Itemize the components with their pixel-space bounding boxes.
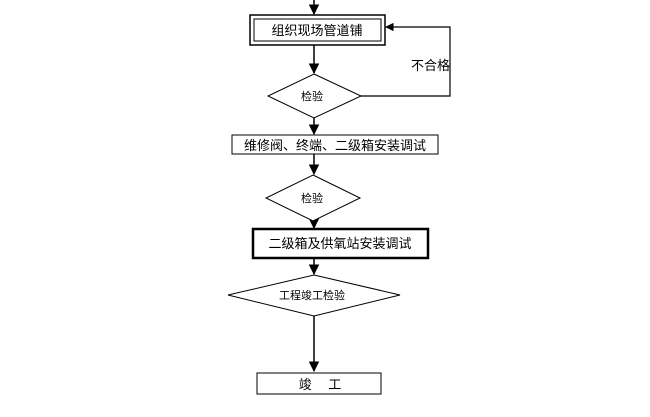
node-lay-pipes-label: 组织现场管道铺: [271, 24, 362, 39]
decision-inspect-1-label: 检验: [301, 89, 323, 103]
node-lay-pipes: 组织现场管道铺: [249, 14, 386, 46]
node-completion: 竣 工: [256, 372, 382, 395]
decision-inspect-1: 检验: [266, 73, 363, 119]
node-repair-valves: 维修阀、终端、二级箱安装调试: [231, 134, 439, 155]
decision-inspect-2: 检验: [264, 174, 362, 222]
decision-final-inspection: 工程竣工检验: [227, 274, 401, 317]
node-completion-label: 竣 工: [299, 378, 342, 393]
decision-final-inspection-label: 工程竣工检验: [279, 288, 345, 302]
node-repair-valves-label: 维修阀、终端、二级箱安装调试: [244, 138, 426, 154]
edge-fail-loop: [360, 22, 451, 97]
node-install-boxes: 二级箱及供氧站安装调试: [251, 227, 430, 260]
node-install-boxes-label: 二级箱及供氧站安装调试: [268, 236, 411, 252]
fail-label: 不合格: [411, 58, 450, 74]
decision-inspect-2-label: 检验: [301, 191, 323, 205]
